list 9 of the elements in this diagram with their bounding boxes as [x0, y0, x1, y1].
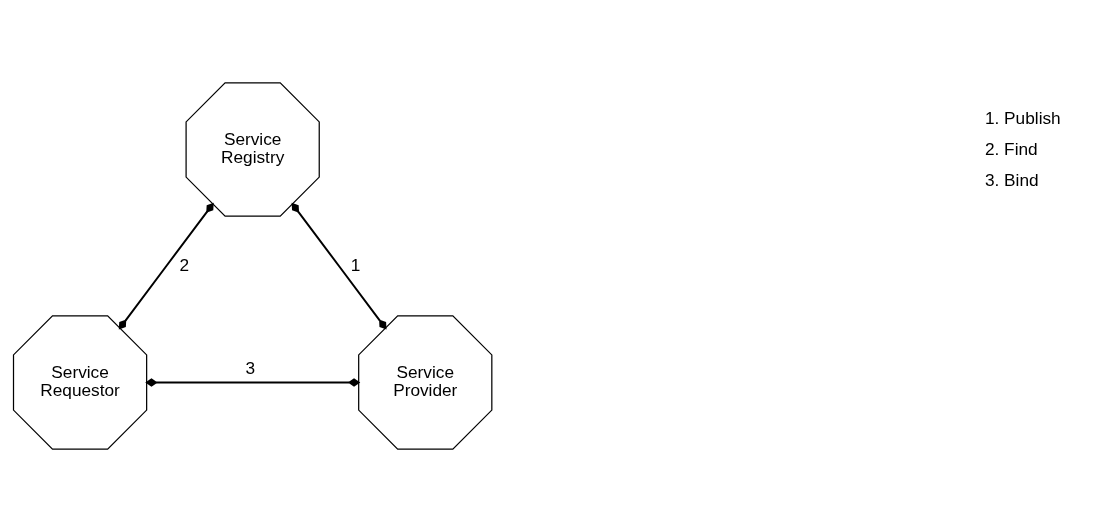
connector	[118, 202, 214, 329]
edge-label: 2	[179, 254, 190, 275]
label: 3. Bind	[984, 169, 1039, 189]
label: 2. Find	[984, 138, 1038, 159]
edge-label: 1	[350, 254, 361, 275]
label: 1. Publish	[984, 107, 1061, 128]
connector	[291, 202, 387, 329]
edge-label: 3	[245, 357, 256, 378]
connector	[145, 377, 361, 387]
